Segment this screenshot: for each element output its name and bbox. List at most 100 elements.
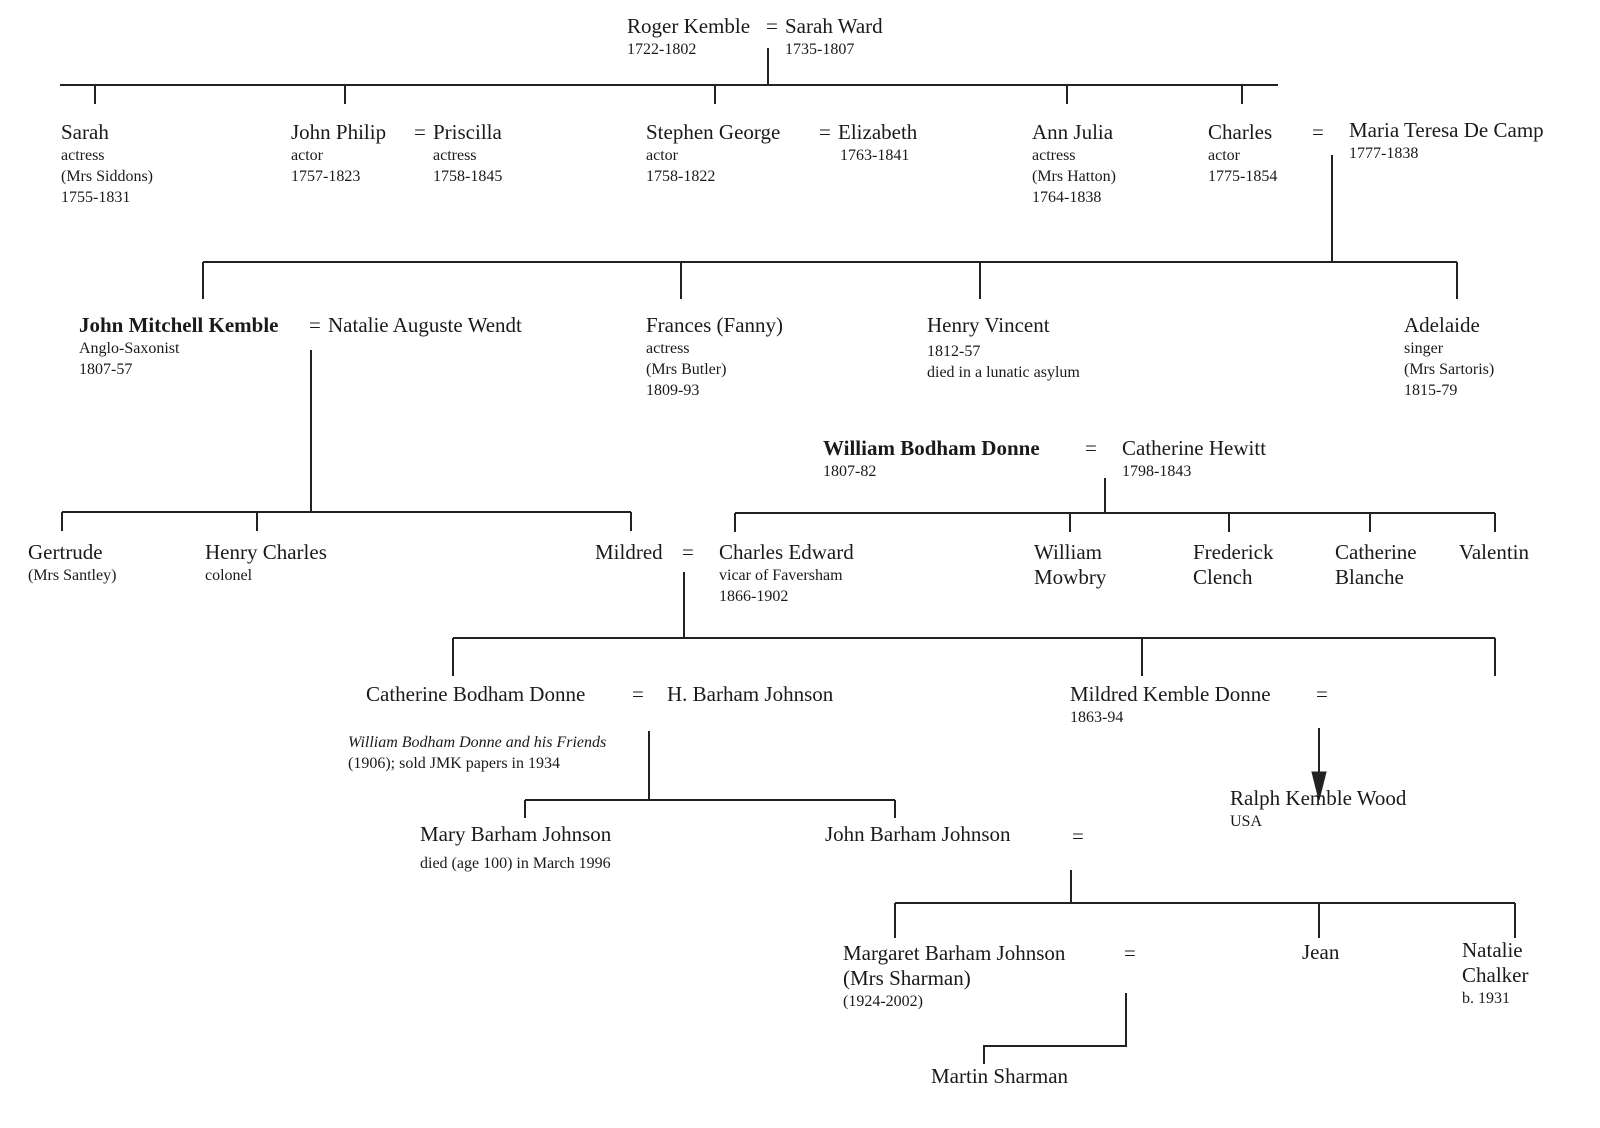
person-name: Mowbry xyxy=(1034,565,1107,589)
person-name: Mary Barham Johnson xyxy=(420,822,612,846)
person-mildred-kemble-donne: Mildred Kemble Donne 1863-94 xyxy=(1070,682,1271,728)
person-mary-barham-johnson: Mary Barham Johnson died (age 100) in Ma… xyxy=(420,822,611,874)
marriage-sign: = xyxy=(1124,941,1136,965)
person-married-name: (Mrs Hatton) xyxy=(1032,168,1116,185)
person-dates: 1812-57 xyxy=(927,343,981,360)
person-name: William Bodham Donne xyxy=(823,436,1040,460)
person-name: Blanche xyxy=(1335,565,1404,589)
person-name: Ralph Kemble Wood xyxy=(1230,786,1407,810)
marriage-sign: = xyxy=(414,120,426,144)
person-jean: Jean xyxy=(1302,940,1340,964)
person-ralph-kemble-wood: Ralph Kemble Wood USA xyxy=(1230,786,1406,832)
person-role: actress xyxy=(61,147,105,164)
person-dates: 1775-1854 xyxy=(1208,168,1278,185)
person-name: Clench xyxy=(1193,565,1253,589)
person-note: died in a lunatic asylum xyxy=(927,364,1080,381)
person-married-name: (Mrs Santley) xyxy=(28,567,117,584)
person-dates: 1764-1838 xyxy=(1032,189,1102,206)
person-dates: 1809-93 xyxy=(646,382,700,399)
person-name: Maria Teresa De Camp xyxy=(1349,118,1544,142)
person-frances-fanny: Frances (Fanny) actress (Mrs Butler) 180… xyxy=(646,313,783,401)
marriage-sign: = xyxy=(766,14,778,38)
person-maria-teresa-de-camp: Maria Teresa De Camp 1777-1838 xyxy=(1349,118,1544,164)
person-priscilla: Priscilla actress 1758-1845 xyxy=(433,120,502,187)
person-frederick-clench: Frederick Clench xyxy=(1193,540,1273,590)
person-natalie-chalker: Natalie Chalker b. 1931 xyxy=(1462,938,1528,1009)
person-name: Natalie xyxy=(1462,938,1523,962)
person-valentin: Valentin xyxy=(1459,540,1529,564)
marriage-sign: = xyxy=(1316,682,1328,706)
book-title: William Bodham Donne and his Friends xyxy=(348,734,607,751)
person-gertrude: Gertrude (Mrs Santley) xyxy=(28,540,116,586)
person-name: Frederick xyxy=(1193,540,1274,564)
person-elizabeth: Elizabeth 1763-1841 xyxy=(838,120,917,166)
person-married-name: (Mrs Butler) xyxy=(646,361,727,378)
person-name: John Mitchell Kemble xyxy=(79,313,279,337)
person-name: Catherine Hewitt xyxy=(1122,436,1267,460)
person-name: Priscilla xyxy=(433,120,502,144)
person-dates: 1798-1843 xyxy=(1122,463,1192,480)
person-roger-kemble: Roger Kemble 1722-1802 xyxy=(627,14,750,60)
marriage-sign: = xyxy=(1312,120,1324,144)
publication-note: William Bodham Donne and his Friends (19… xyxy=(348,732,606,774)
person-name: Gertrude xyxy=(28,540,103,564)
person-william-mowbry: William Mowbry xyxy=(1034,540,1106,590)
person-dates: 1722-1802 xyxy=(627,41,697,58)
person-role: actress xyxy=(433,147,477,164)
person-name: Charles Edward xyxy=(719,540,854,564)
arrow-head xyxy=(1311,771,1327,801)
person-ann-julia: Ann Julia actress (Mrs Hatton) 1764-1838 xyxy=(1032,120,1116,208)
person-note: died (age 100) in March 1996 xyxy=(420,855,611,872)
marriage-sign: = xyxy=(632,682,644,706)
person-married-name: (Mrs Sartoris) xyxy=(1404,361,1495,378)
person-dates: 1815-79 xyxy=(1404,382,1458,399)
person-role: actress xyxy=(1032,147,1076,164)
person-dates: 1807-57 xyxy=(79,361,133,378)
person-sarah: Sarah actress (Mrs Siddons) 1755-1831 xyxy=(61,120,153,208)
person-dates: 1757-1823 xyxy=(291,168,361,185)
person-charles-edward: Charles Edward vicar of Faversham 1866-1… xyxy=(719,540,854,607)
person-dates: 1866-1902 xyxy=(719,588,789,605)
person-william-bodham-donne: William Bodham Donne 1807-82 xyxy=(823,436,1040,482)
person-name: William xyxy=(1034,540,1102,564)
person-name: Mildred Kemble Donne xyxy=(1070,682,1271,706)
marriage-sign: = xyxy=(1085,436,1097,460)
person-catherine-blanche: Catherine Blanche xyxy=(1335,540,1417,590)
person-name: Sarah xyxy=(61,120,109,144)
person-name: Henry Vincent xyxy=(927,313,1050,337)
person-dates: b. 1931 xyxy=(1462,990,1510,1007)
person-charles: Charles actor 1775-1854 xyxy=(1208,120,1277,187)
person-name: Chalker xyxy=(1462,963,1529,987)
person-name: Sarah Ward xyxy=(785,14,883,38)
marriage-sign: = xyxy=(1072,824,1084,848)
person-name: Stephen George xyxy=(646,120,781,144)
person-dates: 1807-82 xyxy=(823,463,877,480)
connector xyxy=(983,993,1127,1064)
person-role: actor xyxy=(1208,147,1240,164)
person-name: Elizabeth xyxy=(838,120,918,144)
note-text: (1906); sold JMK papers in 1934 xyxy=(348,755,560,772)
marriage-sign: = xyxy=(309,313,321,337)
person-catherine-bodham-donne: Catherine Bodham Donne xyxy=(366,682,586,706)
person-name: Henry Charles xyxy=(205,540,327,564)
person-dates: 1735-1807 xyxy=(785,41,855,58)
person-margaret-barham-johnson: Margaret Barham Johnson (Mrs Sharman) (1… xyxy=(843,941,1065,1012)
person-married-name: (Mrs Sharman) xyxy=(843,966,971,990)
person-dates: 1758-1845 xyxy=(433,168,503,185)
person-john-mitchell-kemble: John Mitchell Kemble Anglo-Saxonist 1807… xyxy=(79,313,278,380)
person-name: Adelaide xyxy=(1404,313,1480,337)
person-name: Ann Julia xyxy=(1032,120,1114,144)
person-name: Charles xyxy=(1208,120,1273,144)
person-role: actor xyxy=(291,147,323,164)
person-john-barham-johnson: John Barham Johnson xyxy=(825,822,1011,846)
person-married-name: (Mrs Siddons) xyxy=(61,168,154,185)
person-stephen-george: Stephen George actor 1758-1822 xyxy=(646,120,780,187)
person-sarah-ward: Sarah Ward 1735-1807 xyxy=(785,14,883,60)
person-henry-charles: Henry Charles colonel xyxy=(205,540,327,586)
person-dates: 1758-1822 xyxy=(646,168,716,185)
person-dates: (1924-2002) xyxy=(843,993,923,1010)
person-dates: 1863-94 xyxy=(1070,709,1124,726)
person-role: vicar of Faversham xyxy=(719,567,843,584)
person-name: Roger Kemble xyxy=(627,14,751,38)
marriage-sign: = xyxy=(682,540,694,564)
